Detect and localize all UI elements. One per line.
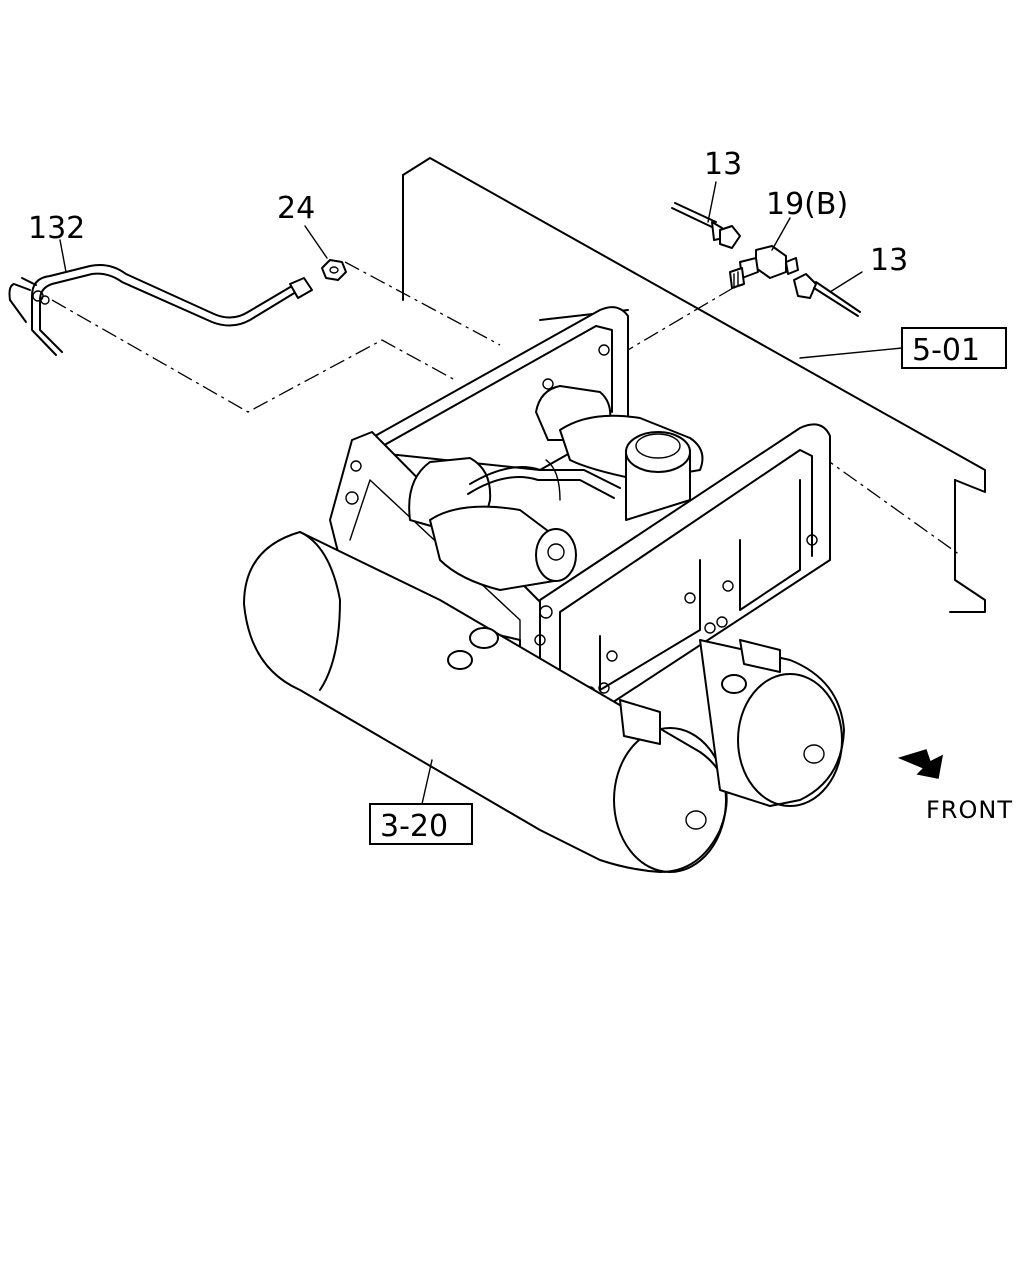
pipe-132	[8, 264, 313, 356]
callout-132: 132	[28, 211, 85, 246]
reference-5-01-label: 5-01	[912, 333, 980, 368]
reference-3-20-label: 3-20	[380, 809, 448, 844]
air-tank-left	[243, 531, 728, 873]
valve-assembly	[408, 385, 704, 591]
nut-24	[321, 259, 347, 281]
callout-24: 24	[277, 191, 315, 226]
front-label: FRONT	[926, 796, 1013, 824]
tee-fitting-19b	[729, 245, 799, 289]
front-arrow-icon	[897, 749, 944, 779]
callout-13-right: 13	[870, 243, 908, 278]
callout-13-left: 13	[704, 147, 742, 182]
hose-13-left	[671, 202, 741, 249]
air-tank-right	[619, 639, 845, 807]
callout-19b: 19(B)	[766, 187, 848, 222]
reference-box-3-20: 3-20	[369, 803, 473, 845]
hose-13-right	[793, 273, 861, 317]
reference-box-5-01: 5-01	[901, 327, 1007, 369]
